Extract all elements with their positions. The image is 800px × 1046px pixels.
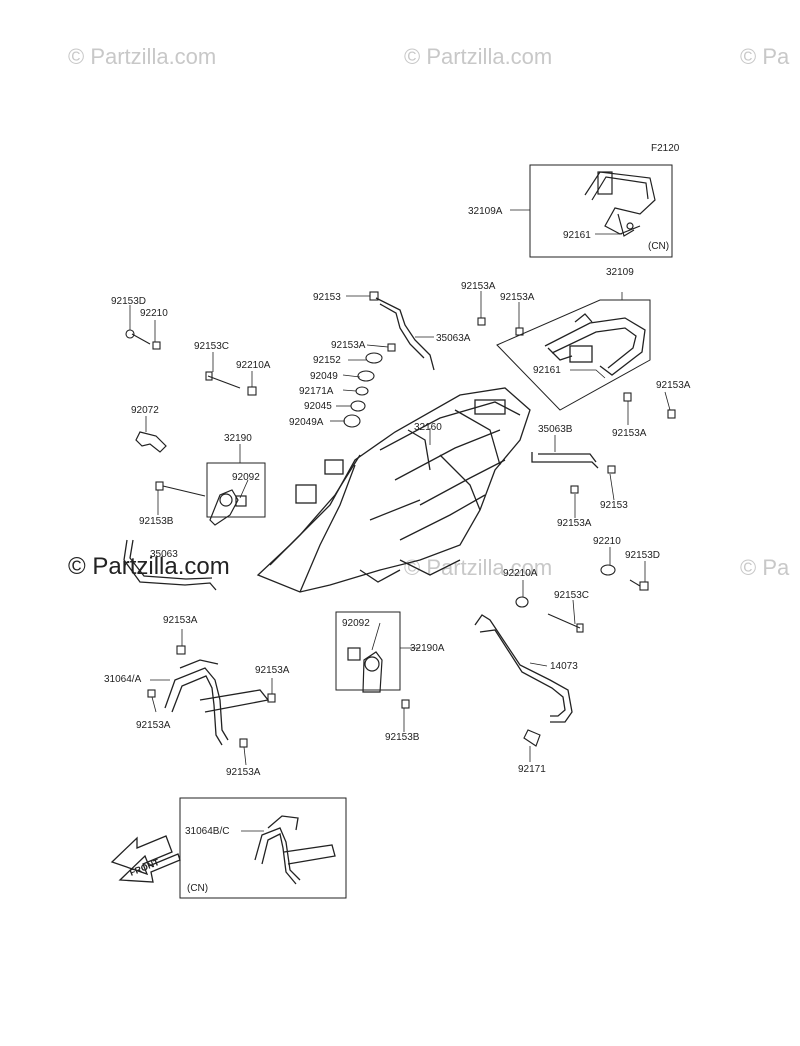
front-arrow-icon [110,835,181,883]
label-14073: 14073 [550,661,578,672]
label-92153A-10: 92153A [226,767,261,778]
label-32109: 32109 [606,267,634,278]
rear-carrier-box [496,299,651,411]
inset-box-top [529,164,673,258]
label-92153B-b: 92153B [385,732,420,743]
watermark-mid-center: © Partzilla.com [404,555,553,580]
figure-code: F2120 [651,143,680,154]
label-92153A-2: 92153A [500,292,535,303]
label-92049A: 92049A [289,417,324,428]
leader-lines [129,209,671,832]
label-92153A-8: 92153A [255,665,290,676]
label-92171A: 92171A [299,386,334,397]
label-cn-top: (CN) [648,241,669,252]
label-92153B-a: 92153B [139,516,174,527]
watermark-top-left: © Partzilla.com [68,44,217,69]
label-32190A: 32190A [410,643,445,654]
label-35063B: 35063B [538,424,573,435]
bracket-32190A-part [347,647,383,693]
label-92210-left: 92210 [140,308,168,319]
label-31064BC: 31064B/C [185,826,229,837]
label-92153C-right: 92153C [554,590,589,601]
label-92153A-9: 92153A [136,720,171,731]
label-92153A-6: 92153A [557,518,592,529]
bracket-box-32190A [335,611,401,691]
label-35063: 35063 [150,549,178,560]
stay-35063A [375,297,435,371]
front-bracket-31064 [164,659,270,746]
label-92161-inset: 92161 [563,230,591,241]
watermark-top-center: © Partzilla.com [404,44,553,69]
clamp-92072 [135,431,167,453]
inset-carrier-drawing [584,171,656,237]
label-cn-bottom: (CN) [187,883,208,894]
label-92153C-left: 92153C [194,341,229,352]
label-92152: 92152 [313,355,341,366]
label-92153A-4: 92153A [612,428,647,439]
stay-35063 [123,539,217,591]
label-92153-right: 92153 [600,500,628,511]
label-92153A-1: 92153A [461,281,496,292]
label-92153A-5: 92153A [331,340,366,351]
label-92049: 92049 [310,371,338,382]
label-92045: 92045 [304,401,332,412]
front-label: FRONT [128,857,161,878]
label-92171: 92171 [518,764,546,775]
bracket-32190-part [209,489,247,526]
bracket-box-32190 [206,462,266,518]
label-32109A: 32109A [468,206,503,217]
label-92092-a: 92092 [232,472,260,483]
label-32190: 32190 [224,433,252,444]
inset-bracket-drawing [254,815,336,885]
label-92153A-3: 92153A [656,380,691,391]
label-92210A-left: 92210A [236,360,271,371]
label-92092-b: 92092 [342,618,370,629]
fasteners [125,291,676,748]
main-frame-drawing [256,387,531,593]
watermark-top-right: © Pa [740,44,790,69]
label-92153D-left: 92153D [111,296,146,307]
label-92210A-right: 92210A [503,568,538,579]
label-92153A-7: 92153A [163,615,198,626]
label-92210-right: 92210 [593,536,621,547]
label-92072: 92072 [131,405,159,416]
label-92153D-right: 92153D [625,550,660,561]
hose-14073 [474,614,573,723]
inset-box-bottom [179,797,347,899]
label-92153-top: 92153 [313,292,341,303]
label-92161: 92161 [533,365,561,376]
label-35063A: 35063A [436,333,471,344]
stay-35063B [531,452,599,469]
label-32160: 32160 [414,422,442,433]
label-31064A: 31064/A [104,674,142,685]
watermark-mid-left: © Partzilla.com [68,553,230,580]
rear-carrier-drawing [544,313,646,376]
watermark-mid-right: © Pa [740,555,790,580]
